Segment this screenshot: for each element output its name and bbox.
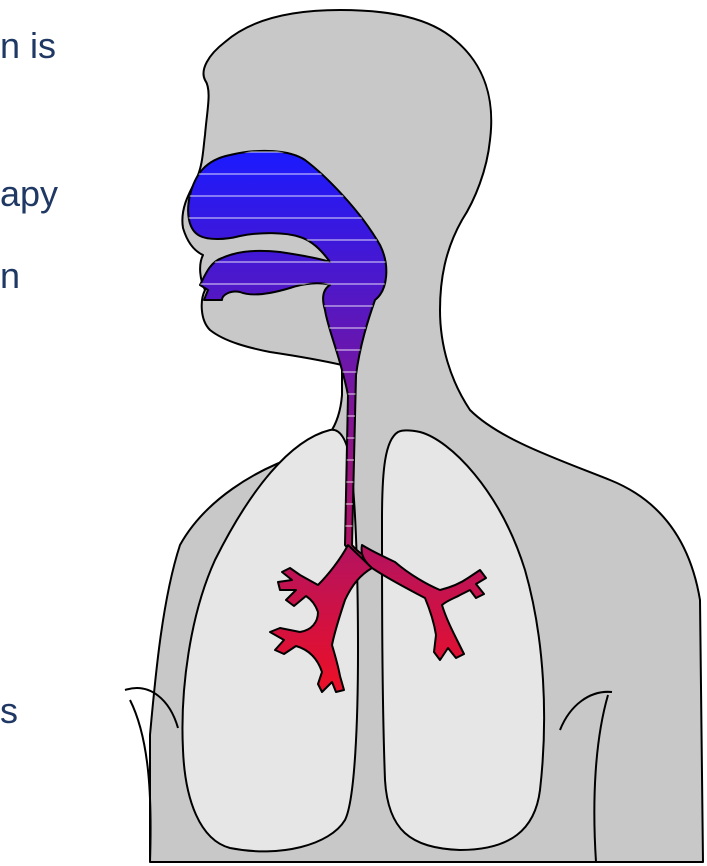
left-arm-line: [130, 700, 151, 862]
